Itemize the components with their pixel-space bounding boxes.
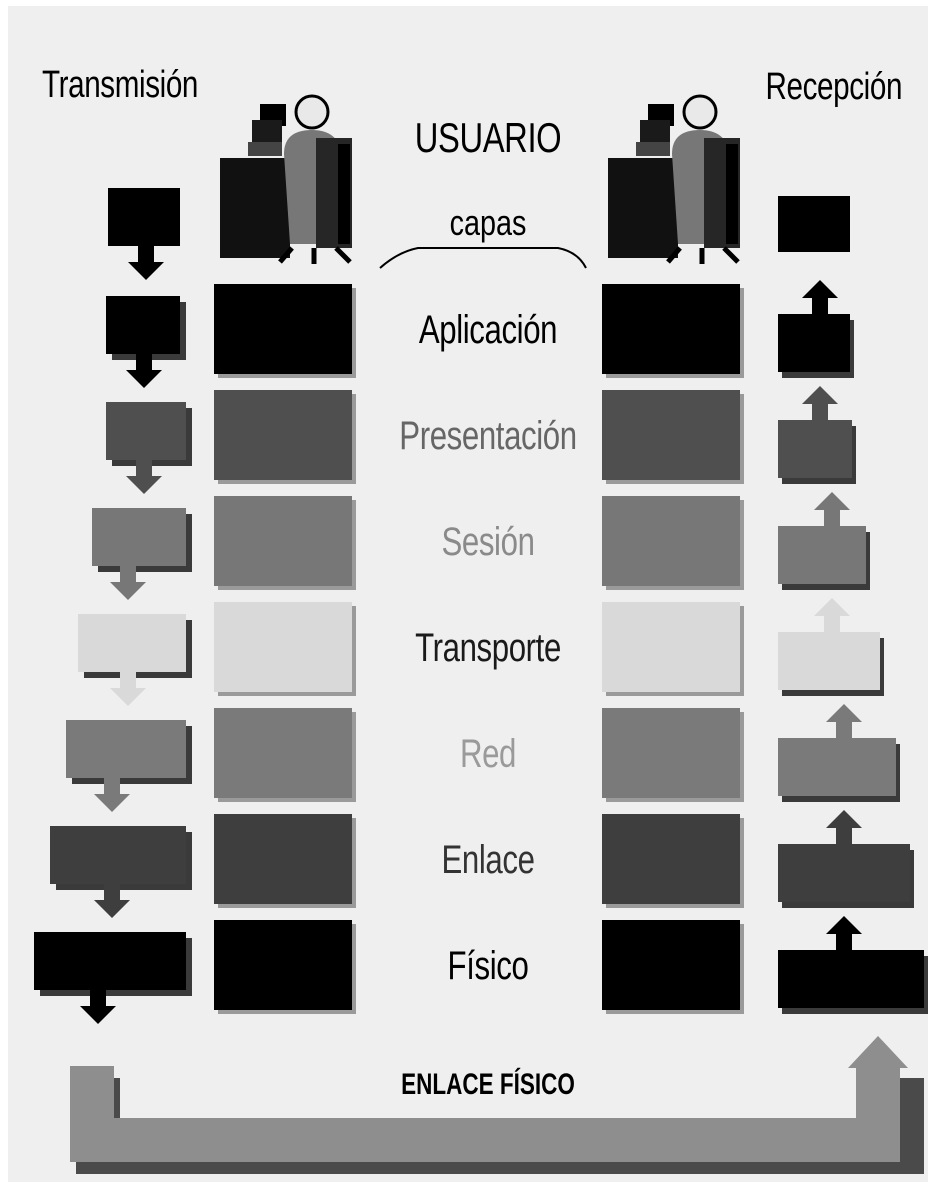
transmission-step-box xyxy=(66,720,186,778)
transmission-chain xyxy=(34,188,192,1024)
transmission-layer-box xyxy=(214,920,352,1010)
transmision-heading: Transmisión xyxy=(42,64,199,106)
down-arrow-icon xyxy=(94,884,130,918)
usuario-label: USUARIO xyxy=(414,114,562,161)
layer-label: Enlace xyxy=(441,838,535,882)
up-arrow-icon xyxy=(814,598,850,632)
down-arrow-icon xyxy=(126,354,162,388)
up-arrow-icon xyxy=(814,492,850,526)
up-arrow-icon xyxy=(826,704,862,738)
down-arrow-icon xyxy=(126,460,162,494)
capas-label: capas xyxy=(449,202,527,243)
recepcion-heading: Recepción xyxy=(765,66,902,108)
transmission-layer-box xyxy=(214,284,352,374)
transmission-layer-box xyxy=(214,390,352,480)
reception-step-box xyxy=(778,632,880,690)
reception-chain xyxy=(778,196,928,1014)
up-arrow-icon xyxy=(802,280,838,314)
transmission-layer-box xyxy=(214,602,352,692)
reception-step-box xyxy=(778,844,910,902)
transmission-step-box xyxy=(78,614,186,672)
user-workstation-icon-right xyxy=(608,94,740,264)
transmission-layer-box xyxy=(214,708,352,798)
capas-brace xyxy=(379,247,587,269)
reception-step-box xyxy=(778,420,852,478)
down-arrow-icon xyxy=(110,566,146,600)
reception-layer-box xyxy=(602,284,740,374)
layer-label: Transporte xyxy=(415,626,561,670)
reception-layer-box xyxy=(602,390,740,480)
reception-user-box xyxy=(778,196,850,252)
reception-layer-box xyxy=(602,496,740,586)
reception-step-box xyxy=(778,314,850,372)
down-arrow-icon xyxy=(94,778,130,812)
layer-label: Presentación xyxy=(399,414,577,458)
transmission-user-box xyxy=(108,188,180,246)
transmission-step-box xyxy=(106,402,186,460)
reception-layer-box xyxy=(602,708,740,798)
up-arrow-icon xyxy=(826,810,862,844)
reception-step-box xyxy=(778,738,896,796)
reception-layer-box xyxy=(602,920,740,1010)
diagram-graphics xyxy=(34,94,928,1174)
transmission-layer-box xyxy=(214,814,352,904)
transmission-step-box xyxy=(34,932,186,990)
down-arrow-icon xyxy=(80,990,116,1024)
transmission-step-box xyxy=(92,508,186,566)
layer-label: Red xyxy=(459,732,517,776)
reception-step-box xyxy=(778,950,924,1008)
layer-label: Físico xyxy=(447,944,529,988)
down-arrow-icon xyxy=(110,672,146,706)
reception-layer-box xyxy=(602,814,740,904)
transmission-layer-box xyxy=(214,496,352,586)
layer-label: Sesión xyxy=(441,520,535,564)
transmission-step-box xyxy=(106,296,180,354)
layer-label: Aplicación xyxy=(418,308,558,352)
transmission-step-box xyxy=(50,826,186,884)
physical-link-arrow xyxy=(70,1036,924,1174)
user-workstation-icon-left xyxy=(220,94,352,264)
enlace-fisico-label: ENLACE FÍSICO xyxy=(401,1068,575,1101)
osi-diagram: Transmisión Recepción USUARIO capas xyxy=(8,6,928,1182)
reception-layer-box xyxy=(602,602,740,692)
up-arrow-icon xyxy=(802,386,838,420)
down-arrow-icon xyxy=(128,246,164,280)
up-arrow-icon xyxy=(826,916,862,950)
reception-step-box xyxy=(778,526,866,584)
